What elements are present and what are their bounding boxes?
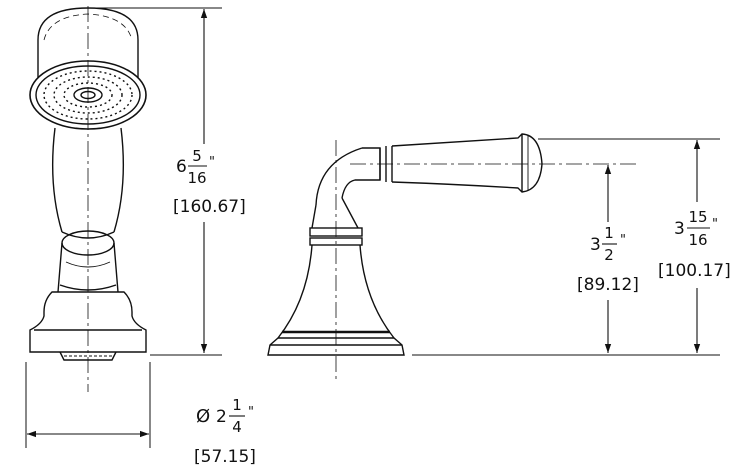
dim-unit: " — [712, 217, 718, 232]
dim-whole: 3 — [674, 219, 685, 239]
dim-label-spout-top: 3 15 16 " [100.17] — [658, 208, 731, 281]
dim-whole: 3 — [590, 235, 601, 255]
extension-lines — [25, 7, 720, 448]
diameter-symbol: Ø — [196, 406, 210, 427]
dim-metric: [160.67] — [173, 197, 246, 217]
dim-whole: 6 — [176, 157, 187, 177]
dim-metric: [57.15] — [194, 447, 256, 467]
dim-numerator: 15 — [688, 208, 707, 226]
dim-unit: " — [209, 155, 215, 170]
dim-metric: [89.12] — [577, 275, 639, 295]
dim-metric: [100.17] — [658, 261, 731, 281]
dim-unit: " — [248, 405, 254, 420]
spout-base — [267, 337, 405, 356]
dim-denominator: 16 — [688, 231, 707, 249]
dim-whole: 2 — [216, 407, 227, 427]
dim-label-base-diameter: Ø 2 1 4 " [57.15] — [194, 396, 256, 467]
dim-numerator: 5 — [192, 147, 202, 165]
dim-label-spout-center: 3 1 2 " [89.12] — [577, 224, 639, 295]
dimension-lines — [27, 9, 701, 438]
dim-denominator: 4 — [232, 418, 242, 436]
dim-label-handshower-height: 6 5 16 " [160.67] — [173, 147, 246, 217]
dim-numerator: 1 — [604, 224, 614, 242]
spout-arm — [341, 147, 381, 199]
dim-unit: " — [620, 233, 626, 248]
dim-denominator: 2 — [604, 246, 614, 264]
dim-denominator: 16 — [187, 169, 206, 187]
handshower-handle — [51, 127, 125, 233]
spout-side-view — [267, 133, 543, 356]
handshower-base — [29, 291, 147, 353]
dim-numerator: 1 — [232, 396, 242, 414]
